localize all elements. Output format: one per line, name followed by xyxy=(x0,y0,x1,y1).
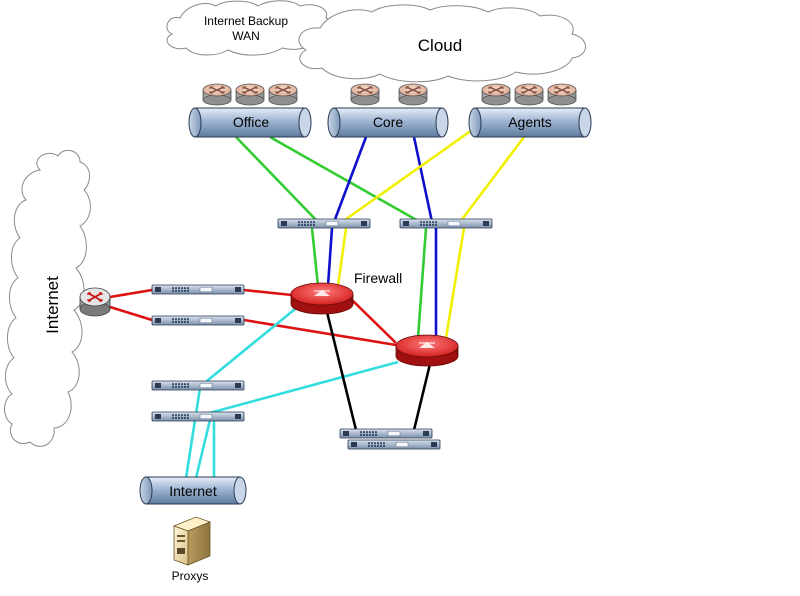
agents-router-1 xyxy=(481,83,511,106)
firewall-primary xyxy=(290,282,354,315)
switch-top-left xyxy=(277,218,371,229)
link-cyan-sw1-drop xyxy=(184,387,202,479)
internet-cloud-label: Internet xyxy=(43,276,62,334)
link-core-switch-left xyxy=(332,136,368,223)
agents-router-3 xyxy=(547,83,577,106)
link-core-switch-right xyxy=(412,136,434,223)
internet-cloud: Internet xyxy=(4,149,91,447)
link-cyan-sw2-drop-a xyxy=(194,419,212,479)
link-router-switch-top xyxy=(109,288,153,299)
segment-core: Core xyxy=(327,83,449,138)
switch-sync-1 xyxy=(339,428,433,439)
link-red-fw2 xyxy=(243,318,397,347)
switch-lan-1 xyxy=(151,380,245,391)
edge-router xyxy=(79,287,111,317)
segment-agents: Agents xyxy=(468,83,592,138)
switch-sync-2 xyxy=(347,439,441,450)
link-blue-fw1 xyxy=(326,227,334,287)
link-cyan-fw2 xyxy=(201,360,399,417)
switch-wan-1 xyxy=(151,284,245,295)
internet-segment-label: Internet xyxy=(169,483,217,499)
firewall-secondary xyxy=(395,334,459,367)
office-router-2 xyxy=(235,83,265,106)
core-router-1 xyxy=(350,83,380,106)
links xyxy=(109,128,526,479)
core-router-2 xyxy=(398,83,428,106)
link-agents-switch-left xyxy=(341,128,473,224)
proxys-label: Proxys xyxy=(172,569,209,583)
switch-lan-2 xyxy=(151,411,245,422)
link-agents-switch-right xyxy=(458,136,526,223)
agents-label: Agents xyxy=(508,114,552,130)
firewall-label: Firewall xyxy=(354,270,402,286)
link-green-fw2 xyxy=(416,227,428,339)
link-red-fw1 xyxy=(243,288,293,297)
office-label: Office xyxy=(233,114,270,130)
backup-cloud-label-line2: WAN xyxy=(232,29,260,43)
cloud-cloud: Cloud xyxy=(298,4,586,83)
link-green-fw1 xyxy=(310,227,320,287)
link-red-fw1-fw2 xyxy=(351,299,397,344)
link-router-switch-bottom xyxy=(109,305,153,322)
link-office-switch-left xyxy=(235,136,319,223)
switch-wan-2 xyxy=(151,315,245,326)
link-black-fw2 xyxy=(412,363,432,431)
backup-cloud-label-line1: Internet Backup xyxy=(204,14,288,28)
proxy-server-icon xyxy=(172,516,212,566)
segment-internet: Internet xyxy=(139,476,247,505)
internet-backup-wan-cloud: Internet Backup WAN xyxy=(166,0,335,56)
segment-office: Office xyxy=(188,83,312,138)
cloud-label: Cloud xyxy=(418,36,462,55)
link-black-fw1 xyxy=(324,307,358,431)
switch-top-right xyxy=(399,218,493,229)
core-label: Core xyxy=(373,114,404,130)
office-router-1 xyxy=(202,83,232,106)
link-cyan-fw1 xyxy=(201,303,301,387)
agents-router-2 xyxy=(514,83,544,106)
office-router-3 xyxy=(268,83,298,106)
link-yellow-fw1 xyxy=(336,227,348,287)
link-yellow-fw2 xyxy=(444,227,466,339)
link-office-switch-right xyxy=(269,135,421,224)
